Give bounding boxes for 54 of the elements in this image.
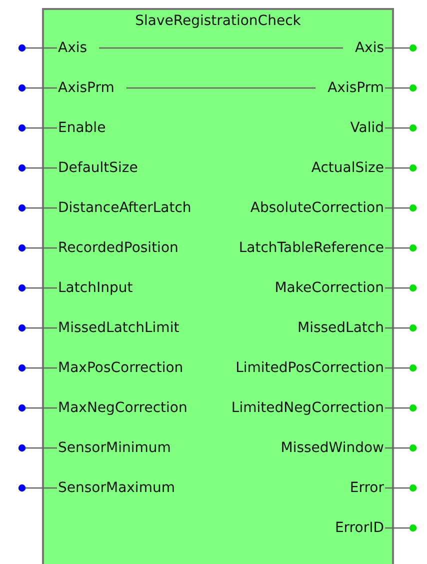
- output-pin-label: Axis: [354, 39, 384, 57]
- pin-connector: [385, 164, 417, 172]
- pin-connector: [385, 284, 417, 292]
- input-pin-label: MaxPosCorrection: [58, 359, 184, 377]
- pin-connector: [18, 404, 57, 412]
- pin-connector: [385, 204, 417, 212]
- pin-connector: [385, 324, 417, 332]
- pin-connector: [385, 404, 417, 412]
- pass-through-line: [99, 47, 343, 49]
- output-pin-label: Error: [350, 479, 384, 497]
- input-pin-label: RecordedPosition: [58, 239, 178, 257]
- input-pin-label: DistanceAfterLatch: [58, 199, 192, 217]
- pin-connector: [385, 484, 417, 492]
- input-pin-label: LatchInput: [58, 279, 133, 297]
- input-pin-label: Enable: [58, 119, 106, 137]
- input-pin-label: Axis: [58, 39, 88, 57]
- pin-connector: [385, 84, 417, 92]
- pin-connector: [385, 124, 417, 132]
- output-pin-label: ActualSize: [311, 159, 384, 177]
- output-pin-label: LimitedPosCorrection: [236, 359, 384, 377]
- pin-connector: [18, 444, 57, 452]
- pin-connector: [18, 84, 57, 92]
- output-pin-label: MakeCorrection: [274, 279, 384, 297]
- input-pin-label: AxisPrm: [58, 79, 114, 97]
- pin-connector: [18, 164, 57, 172]
- pin-connector: [18, 364, 57, 372]
- input-pin-label: MissedLatchLimit: [58, 319, 180, 337]
- input-pin-label: MaxNegCorrection: [58, 399, 188, 417]
- block-title: SlaveRegistrationCheck: [134, 13, 302, 29]
- pin-connector: [18, 244, 57, 252]
- output-pin-label: Valid: [350, 119, 384, 137]
- pin-connector: [18, 44, 57, 52]
- pass-through-line: [126, 87, 316, 89]
- pin-connector: [18, 124, 57, 132]
- output-pin-label: AbsoluteCorrection: [250, 199, 384, 217]
- output-pin-label: ErrorID: [334, 519, 384, 537]
- pin-connector: [385, 444, 417, 452]
- function-block: [42, 8, 394, 564]
- pin-connector: [385, 244, 417, 252]
- input-pin-label: DefaultSize: [58, 159, 138, 177]
- pin-connector: [18, 284, 57, 292]
- output-pin-label: MissedWindow: [280, 439, 384, 457]
- pin-connector: [385, 44, 417, 52]
- pin-connector: [18, 204, 57, 212]
- output-pin-label: LimitedNegCorrection: [231, 399, 384, 417]
- pin-connector: [18, 484, 57, 492]
- pin-connector: [385, 524, 417, 532]
- pin-connector: [18, 324, 57, 332]
- input-pin-label: SensorMinimum: [58, 439, 171, 457]
- output-pin-label: AxisPrm: [328, 79, 384, 97]
- pin-connector: [385, 364, 417, 372]
- output-pin-label: LatchTableReference: [238, 239, 384, 257]
- output-pin-label: MissedLatch: [298, 319, 384, 337]
- input-pin-label: SensorMaximum: [58, 479, 175, 497]
